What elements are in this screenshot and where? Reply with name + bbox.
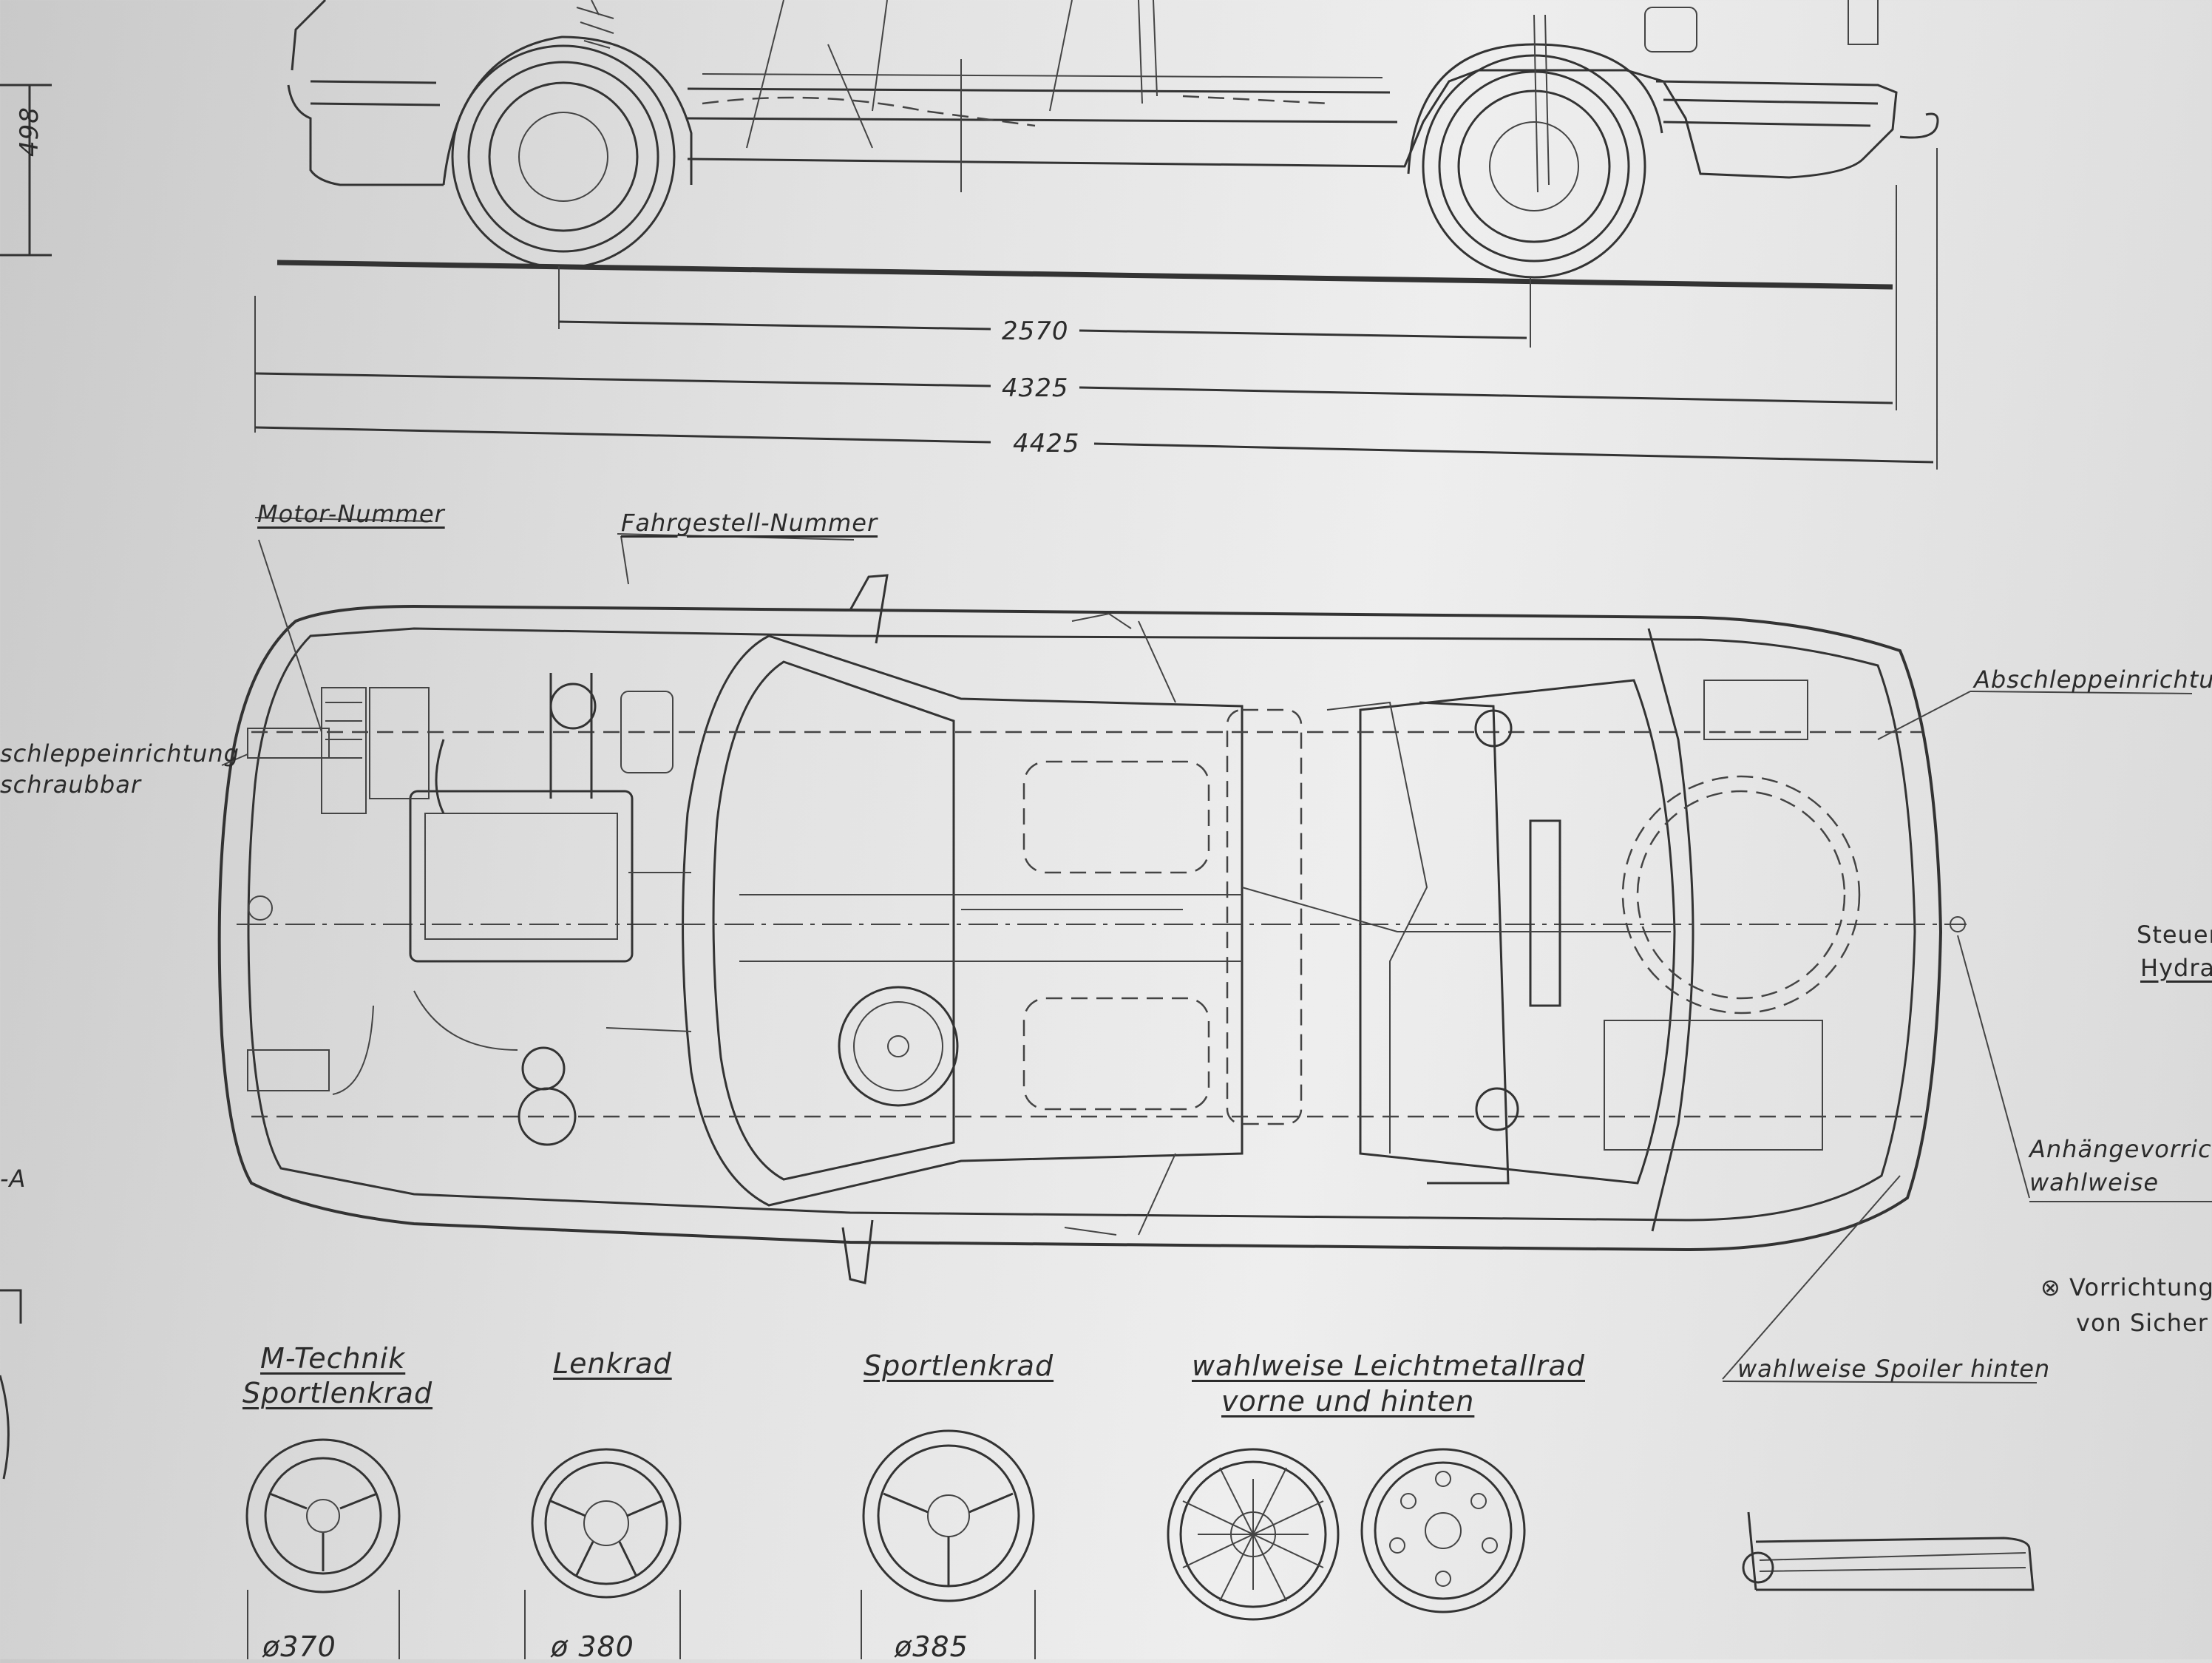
m-technik-caption-1: M-Technik xyxy=(260,1342,406,1375)
rear-spoiler-label: wahlweise Spoiler hinten xyxy=(1737,1355,2051,1383)
motor-number-label: Motor-Nummer xyxy=(257,500,445,528)
device-note-label-1: ⊗ Vorrichtung xyxy=(2040,1273,2212,1301)
front-tow-label-1: schleppeinrichtung xyxy=(0,739,240,768)
sport-steering-wheel xyxy=(861,1429,1036,1659)
sportlenkrad-diameter: ø385 xyxy=(895,1630,968,1663)
m-technik-diameter: ø370 xyxy=(262,1630,336,1663)
sportlenkrad-caption: Sportlenkrad xyxy=(864,1349,1054,1382)
section-a-label: -A xyxy=(0,1165,27,1193)
chassis-number-label: Fahrgestell-Nummer xyxy=(621,509,878,537)
body-length-label: 4325 xyxy=(1002,373,1069,403)
lenkrad-diameter: ø 380 xyxy=(551,1630,634,1663)
front-tow-label-2: schraubbar xyxy=(0,770,141,799)
trailer-hitch-label-1: Anhängevorrich xyxy=(2029,1135,2212,1163)
standard-steering-wheel xyxy=(524,1448,682,1659)
overall-length-label: 4425 xyxy=(1013,429,1080,458)
side-view xyxy=(276,0,1939,290)
wheelbase-label: 2570 xyxy=(1002,316,1069,346)
left-edge-arc xyxy=(0,1375,10,1480)
plan-view xyxy=(217,574,1967,1284)
wheels-caption-2: vorne und hinten xyxy=(1221,1385,1475,1418)
height-dimension xyxy=(0,84,52,257)
rear-tow-label: Abschleppeinrichtung xyxy=(1974,665,2212,694)
length-dimensions xyxy=(254,148,1938,470)
steering-label-2: Hydra xyxy=(2140,954,2212,982)
alloy-wheel-holes xyxy=(1360,1448,1526,1613)
section-marker xyxy=(0,1289,22,1324)
m-technik-steering-wheel xyxy=(245,1438,401,1659)
m-technik-caption-2: Sportlenkrad xyxy=(242,1377,433,1409)
wheels-caption-1: wahlweise Leichtmetallrad xyxy=(1192,1349,1585,1382)
trailer-hitch-label-2: wahlweise xyxy=(2029,1168,2160,1196)
device-note-label-2: von Sicher xyxy=(2076,1309,2208,1337)
height-dimension-label: 498 xyxy=(15,106,44,157)
lenkrad-caption: Lenkrad xyxy=(553,1347,672,1380)
steering-label-1: Steuer xyxy=(2137,921,2212,949)
rear-spoiler-sketch xyxy=(1742,1511,2035,1591)
leader-lines xyxy=(221,517,2212,1383)
alloy-wheel-crossspoke xyxy=(1167,1448,1340,1621)
